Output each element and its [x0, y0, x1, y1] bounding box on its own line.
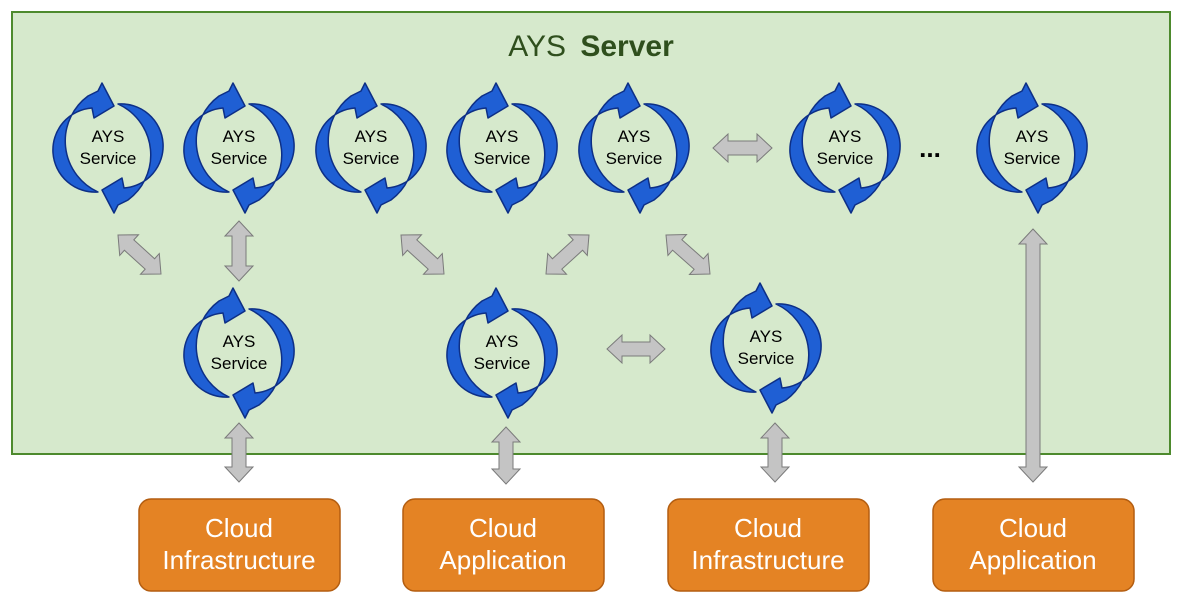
service-label-line2: Service — [606, 149, 663, 168]
cycle-arrows-icon — [315, 82, 427, 214]
cloud-box-line2: Application — [969, 545, 1096, 575]
service-label-line1: AYS — [92, 127, 125, 146]
ays-service-node: AYS Service — [52, 82, 164, 214]
service-label-line1: AYS — [618, 127, 651, 146]
vertical-double-arrow — [1017, 228, 1049, 483]
cloud-box-line2: Infrastructure — [162, 545, 315, 575]
horizontal-double-arrow — [606, 333, 666, 365]
ays-service-node: AYS Service — [446, 82, 558, 214]
diagonal-double-arrow — [545, 234, 590, 275]
vertical-double-arrow — [490, 426, 522, 485]
cloud-box-shape — [138, 498, 341, 592]
diagonal-double-arrow — [665, 233, 711, 276]
cycle-arrows-icon — [789, 82, 901, 214]
ays-service-node: AYS Service — [789, 82, 901, 214]
cloud-box-line1: Cloud — [999, 513, 1067, 543]
vertical-double-arrow — [223, 220, 255, 282]
service-label-line1: AYS — [750, 327, 783, 346]
service-label-line2: Service — [817, 149, 874, 168]
service-label-line1: AYS — [486, 332, 519, 351]
service-label-line2: Service — [474, 149, 531, 168]
service-label-line1: AYS — [486, 127, 519, 146]
cycle-arrows-icon — [183, 82, 295, 214]
cycle-arrows-icon — [976, 82, 1088, 214]
ays-service-node: AYS Service — [315, 82, 427, 214]
services-group: AYSServiceAYSServiceAYSServiceAYSService… — [52, 82, 1088, 419]
ays-service-node: AYS Service — [446, 287, 558, 419]
diagonal-double-arrow — [117, 234, 162, 275]
cycle-arrows-icon — [52, 82, 164, 214]
cloud-box-shape — [932, 498, 1135, 592]
cycle-arrows-icon — [446, 287, 558, 419]
cycle-arrows-icon — [578, 82, 690, 214]
service-label-line1: AYS — [1016, 127, 1049, 146]
service-label-line1: AYS — [223, 332, 256, 351]
service-label-line2: Service — [1004, 149, 1061, 168]
ays-service-node: AYS Service — [183, 287, 295, 419]
cloud-box-shape — [402, 498, 605, 592]
cloud-box-line2: Application — [439, 545, 566, 575]
ellipsis-indicator: ... — [919, 133, 941, 163]
diagonal-double-arrow — [400, 234, 445, 275]
service-label-line2: Service — [211, 149, 268, 168]
ays-service-node: AYS Service — [578, 82, 690, 214]
ays-service-node: AYS Service — [710, 282, 822, 414]
service-label-line2: Service — [211, 354, 268, 373]
cloud-boxes-group: CloudInfrastructureCloudApplicationCloud… — [138, 498, 1135, 592]
server-title: AYS Server — [508, 30, 674, 63]
connectors — [117, 132, 1049, 485]
horizontal-double-arrow — [712, 132, 773, 164]
service-label-line2: Service — [738, 349, 795, 368]
cycle-arrows-icon — [710, 282, 822, 414]
cloud-box-shape — [667, 498, 870, 592]
cloud-box-line2: Infrastructure — [691, 545, 844, 575]
server-title-bold: Server — [580, 30, 674, 63]
service-label-line2: Service — [343, 149, 400, 168]
vertical-double-arrow — [759, 422, 791, 483]
cloud-box-line1: Cloud — [205, 513, 273, 543]
service-label-line1: AYS — [223, 127, 256, 146]
service-label-line1: AYS — [355, 127, 388, 146]
service-label-line2: Service — [80, 149, 137, 168]
server-title-prefix: AYS — [508, 30, 566, 63]
service-label-line2: Service — [474, 354, 531, 373]
ays-server-container — [11, 11, 1171, 455]
service-label-line1: AYS — [829, 127, 862, 146]
cloud-box-line1: Cloud — [469, 513, 537, 543]
ays-service-node: AYS Service — [976, 82, 1088, 214]
ays-service-node: AYS Service — [183, 82, 295, 214]
cloud-box-line1: Cloud — [734, 513, 802, 543]
vertical-double-arrow — [223, 422, 255, 483]
cycle-arrows-icon — [446, 82, 558, 214]
cycle-arrows-icon — [183, 287, 295, 419]
